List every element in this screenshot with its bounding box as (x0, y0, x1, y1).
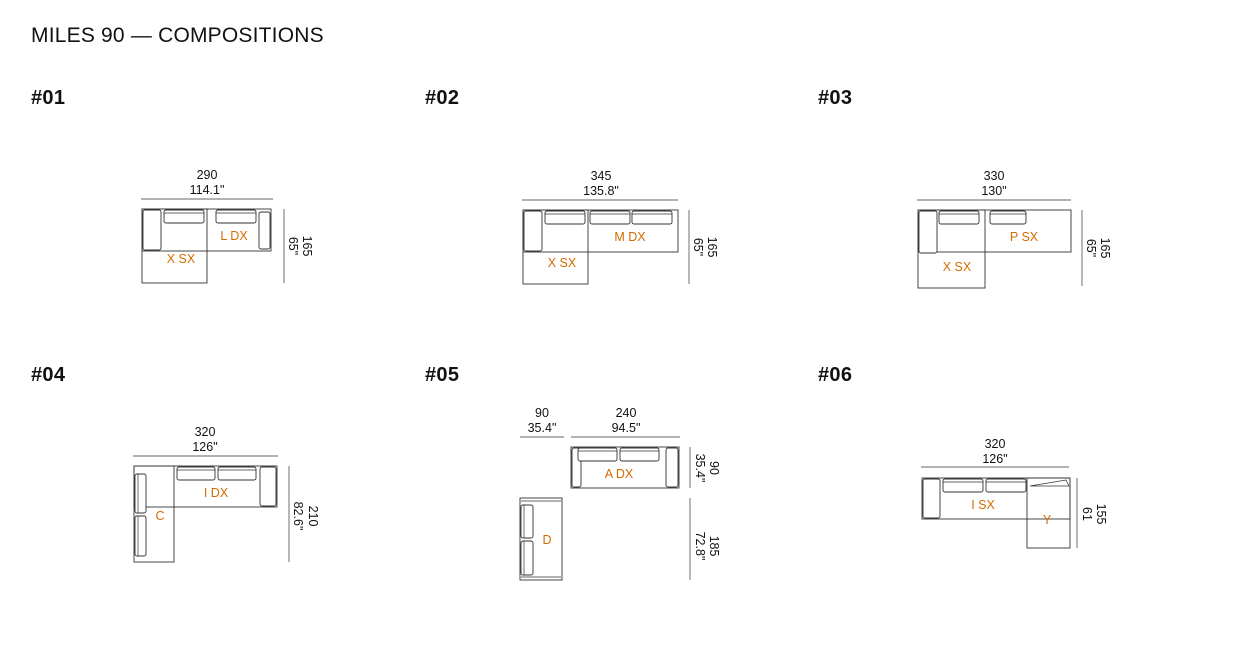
composition-number-02: #02 (425, 87, 460, 109)
width-in-label: 126" (192, 440, 217, 454)
depth-in-label: 72.8" (693, 532, 707, 561)
back-cushion (589, 210, 631, 225)
sofa-plan (133, 465, 278, 563)
back-cushion (938, 210, 980, 225)
sofa-plan-d (519, 497, 563, 581)
width-cm-label: 320 (195, 425, 216, 439)
chaise-outline (141, 208, 208, 284)
width-in-label: 135.8" (583, 184, 619, 198)
sofa-plan (522, 209, 679, 285)
module-label: A DX (605, 467, 634, 481)
width-cm-label: 345 (591, 169, 612, 183)
armrest (922, 478, 941, 519)
composition-06: 320 126" I SX Y 155 61 (921, 437, 1108, 549)
depth-cm-label: 155 (1094, 504, 1108, 525)
module-label: I SX (971, 498, 995, 512)
composition-number-06: #06 (818, 364, 853, 386)
module-label: X SX (548, 256, 577, 270)
sofa-plan (921, 477, 1071, 549)
width-cm-label: 320 (985, 437, 1006, 451)
composition-number-01: #01 (31, 87, 66, 109)
composition-number-04: #04 (31, 364, 66, 386)
depth-cm-label: 165 (705, 237, 719, 258)
armrest (259, 466, 277, 507)
depth-in-label: 65" (286, 237, 300, 255)
back-cushion (176, 466, 216, 481)
side-cushion (134, 515, 147, 557)
module-label: P SX (1010, 230, 1039, 244)
armrest (918, 210, 938, 254)
back-cushion (163, 209, 205, 224)
depth-in-label: 65" (691, 238, 705, 256)
armrest (665, 447, 679, 488)
composition-03: 330 130" X SX P SX 165 65" (917, 169, 1112, 289)
composition-04: 320 126" C I DX 210 82.6" (133, 425, 320, 563)
width-cm-label: 290 (197, 168, 218, 182)
width-cm-label: 330 (984, 169, 1005, 183)
back-cushion (942, 478, 984, 493)
module-label: X SX (943, 260, 972, 274)
width-cm-label: 90 (535, 406, 549, 420)
sofa-plan (917, 209, 1072, 289)
armrest (258, 211, 271, 250)
back-cushion (577, 447, 618, 462)
sofa-outline (570, 446, 680, 489)
back-cushion (631, 210, 673, 225)
composition-02: 345 135.8" X SX M DX 165 65" (522, 169, 719, 285)
width-in-label: 94.5" (612, 421, 641, 435)
depth-cm-label: 185 (707, 536, 721, 557)
depth-cm-label: 90 (707, 461, 721, 475)
armrest (142, 209, 162, 251)
side-cushion (520, 540, 534, 576)
back-cushion (619, 447, 660, 462)
back-cushion (989, 210, 1027, 225)
corner-outline (133, 465, 175, 563)
module-label: Y (1043, 513, 1052, 527)
depth-in-label: 61 (1080, 507, 1094, 521)
composition-number-03: #03 (818, 87, 853, 109)
depth-in-label: 35.4" (693, 454, 707, 483)
depth-in-label: 82.6" (291, 502, 305, 531)
module-label: D (542, 533, 551, 547)
armrest (523, 210, 543, 252)
module-label: I DX (204, 486, 229, 500)
chaise-outline (917, 209, 986, 289)
side-cushion (134, 473, 147, 514)
page-title: MILES 90 — COMPOSITIONS (31, 24, 324, 47)
module-label: M DX (614, 230, 646, 244)
sofa-outline (519, 497, 563, 581)
composition-01: 290 114.1" X SX L DX 165 65" (141, 168, 314, 284)
sofa-plan (141, 208, 272, 284)
width-in-label: 126" (982, 452, 1007, 466)
depth-cm-label: 165 (300, 236, 314, 257)
back-cushion (544, 210, 586, 225)
side-cushion (520, 504, 534, 539)
back-cushion (217, 466, 257, 481)
chaise-outline (1026, 477, 1071, 549)
composition-number-05: #05 (425, 364, 460, 386)
chaise-outline (522, 209, 589, 285)
width-in-label: 130" (981, 184, 1006, 198)
sofa-plan-a (570, 446, 680, 489)
width-in-label: 114.1" (190, 183, 225, 197)
module-label: C (155, 509, 164, 523)
chaise-back (1029, 479, 1070, 487)
module-label: X SX (167, 252, 196, 266)
composition-05: 90 35.4" 240 94.5" A DX D 90 35.4" (519, 406, 721, 581)
back-cushion (985, 478, 1027, 493)
module-label: L DX (220, 229, 248, 243)
back-cushion (215, 209, 257, 224)
depth-cm-label: 165 (1098, 238, 1112, 259)
width-cm-label: 240 (616, 406, 637, 420)
depth-cm-label: 210 (306, 506, 320, 527)
width-in-label: 35.4" (528, 421, 557, 435)
depth-in-label: 65" (1084, 239, 1098, 257)
